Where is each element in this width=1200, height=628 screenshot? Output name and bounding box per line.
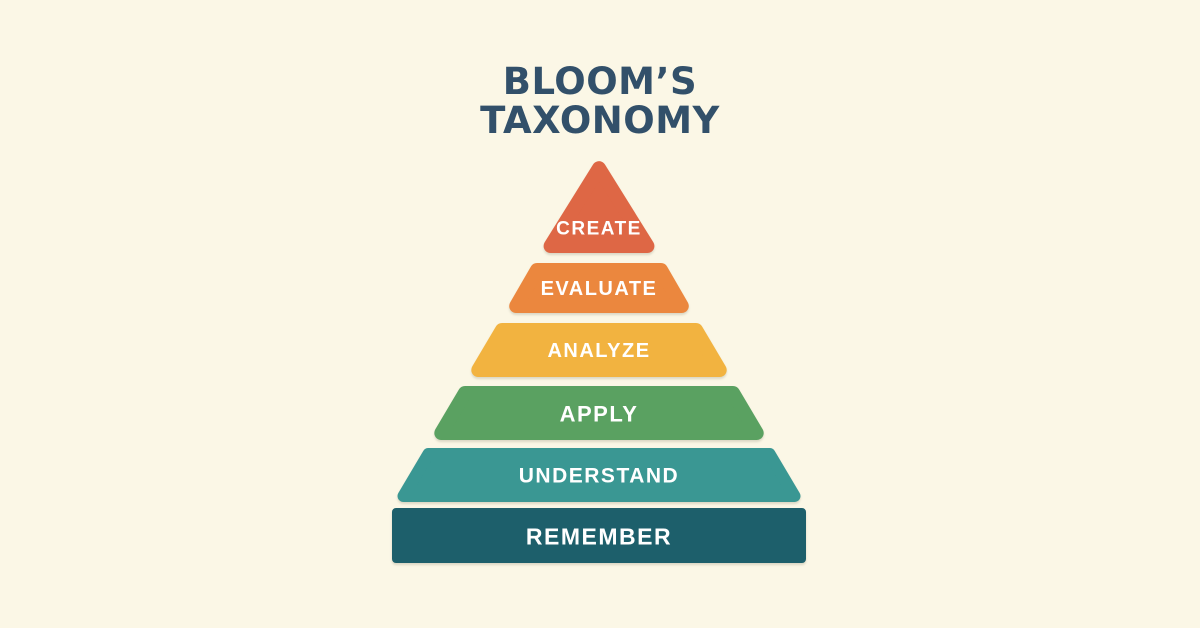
level-apply-shape [434,386,764,440]
level-remember-label: REMEMBER [526,524,672,550]
level-evaluate-shape [509,263,689,313]
level-understand-shape [397,448,801,502]
pyramid-level-apply: APPLY [434,386,764,440]
level-apply-label: APPLY [560,402,639,427]
pyramid-level-evaluate: EVALUATE [509,263,689,313]
level-create-label: CREATE [556,219,642,240]
pyramid-level-create: CREATE [543,161,655,253]
level-analyze-shape [471,323,727,377]
level-evaluate-label: EVALUATE [541,278,658,300]
level-analyze-label: ANALYZE [547,340,650,362]
level-understand-label: UNDERSTAND [519,465,679,488]
pyramid-level-understand: UNDERSTAND [397,448,801,502]
page-title-line-1: BLOOM’S [503,60,697,103]
level-remember-shape [392,508,806,563]
pyramid-level-remember: REMEMBER [392,508,806,563]
pyramid-level-analyze: ANALYZE [471,323,727,377]
level-create-shape [543,161,655,253]
page-title-line-2: TAXONOMY [480,99,720,142]
